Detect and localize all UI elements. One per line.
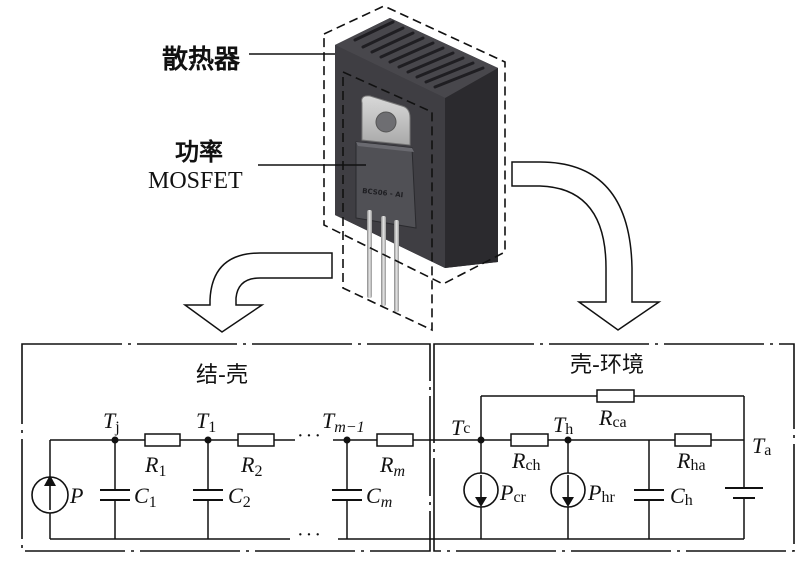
node-tc [477,436,485,444]
junction-case-title: 结-壳 [196,363,248,388]
label-th: Th [553,412,573,438]
resistor-rca [596,389,635,403]
label-pcr: Pcr [499,480,527,506]
node-t1 [204,436,212,444]
label-c2: C2 [228,483,251,511]
mosfet-boundary [342,70,433,332]
node-tj [111,436,119,444]
node-tm1 [343,436,351,444]
label-rca: Rca [598,405,627,431]
label-p: P [69,483,83,508]
label-rha: Rha [676,448,706,474]
resistor-r1 [144,433,181,447]
resistor-rm [376,433,414,447]
label-r2: R2 [240,452,262,480]
label-ta: Ta [752,433,771,459]
battery-ta-icon [725,487,763,499]
ellipsis-bottom: ··· [297,524,323,546]
resistor-rch [510,433,549,447]
label-tj: Tj [103,408,120,436]
label-cm: Cm [366,483,392,511]
mosfet-package: BCS06 - AI [355,95,417,229]
mosfet-label-cn: 功率 [175,138,223,166]
arrow-up-icon [44,475,56,486]
heatsink-fins [353,20,485,89]
label-phr: Phr [587,480,615,506]
capacitor-cm [332,489,362,501]
junction-case-boundary [21,343,431,552]
label-rm: Rm [379,452,405,480]
arrow-right-icon [511,161,662,331]
case-ambient-labels: 壳-环境 Tc Th Ta Rca Rch Rha Pcr Phr Ch [451,353,771,509]
mosfet-leads [367,210,399,312]
jc-wires [49,439,434,540]
case-ambient-boundary [433,343,795,552]
resistor-rha [674,433,712,447]
capacitor-c2 [193,489,223,501]
label-ch: Ch [670,483,693,509]
label-tm1: Tm−1 [322,408,365,436]
node-th [564,436,572,444]
heatsink-label: 散热器 [162,45,241,75]
ellipsis-top: ··· [297,425,323,447]
label-tc: Tc [451,415,470,440]
junction-case-labels: 结-壳 ··· ··· Tj T1 Tm−1 R1 R2 Rm C1 C2 Cm… [69,363,405,546]
device-illustration: BCS06 - AI 散热器 功率 MOSFET [148,5,506,332]
current-source-phr [550,472,586,508]
capacitor-ch [634,489,664,501]
mosfet-label-en: MOSFET [148,168,243,194]
case-ambient-panel [433,343,795,552]
label-rch: Rch [511,448,541,474]
label-c1: C1 [134,483,157,511]
arrow-left-icon [182,252,333,333]
resistor-r2 [237,433,275,447]
current-source-pcr [463,472,499,508]
ca-wires [434,395,745,540]
junction-case-panel [21,343,434,552]
heatsink-boundary [323,5,506,285]
capacitor-c1 [100,489,130,501]
label-t1: T1 [196,408,216,436]
case-ambient-title: 壳-环境 [570,353,644,378]
current-source-p [31,475,69,514]
arrow-down-icon [562,497,574,507]
label-r1: R1 [144,452,166,480]
arrow-down-icon [475,497,487,507]
